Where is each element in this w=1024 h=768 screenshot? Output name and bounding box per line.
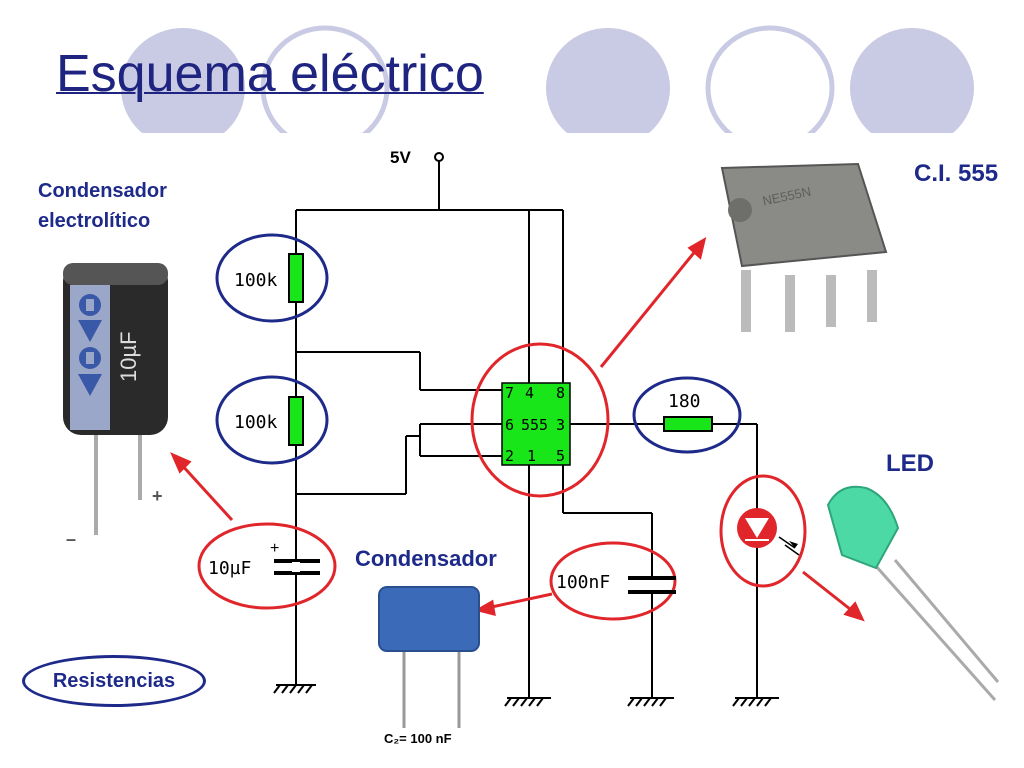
resistor-r3-value: 180 bbox=[668, 391, 701, 412]
ic-chip-image: NE555N bbox=[720, 162, 888, 332]
film-capacitor-caption: C₂= 100 nF bbox=[384, 731, 452, 746]
ground-symbols bbox=[273, 684, 779, 707]
ic-pin-4: 4 bbox=[525, 384, 534, 402]
capacitor-c1-value: 10µF bbox=[208, 558, 251, 579]
electrolytic-photo-plus: + bbox=[152, 486, 163, 506]
resistors-heading-badge: Resistencias bbox=[22, 655, 206, 707]
ic-pin-3: 3 bbox=[556, 416, 565, 434]
decorative-circles bbox=[0, 25, 1024, 173]
ground-symbol-3 bbox=[627, 697, 674, 707]
electrolytic-photo-value: 10µF bbox=[116, 331, 141, 382]
ic-pin-1: 1 bbox=[527, 447, 536, 465]
ground-symbol-2 bbox=[504, 697, 551, 707]
led-image bbox=[826, 485, 1000, 701]
ground-symbol-4 bbox=[732, 697, 779, 707]
ic-pin-5: 5 bbox=[556, 447, 565, 465]
resistor-r1-value: 100k bbox=[234, 270, 278, 291]
arrow-to-film-cap bbox=[486, 592, 553, 610]
arrow-to-led bbox=[802, 570, 856, 615]
resistor-r3: 180 bbox=[632, 376, 742, 454]
resistor-r2-value: 100k bbox=[234, 412, 278, 433]
slide-title: Esquema eléctrico bbox=[56, 45, 484, 103]
callout-arrows bbox=[170, 236, 865, 622]
ic-pin-2: 2 bbox=[505, 447, 514, 465]
ic-555: 7 4 8 6 555 3 2 1 5 bbox=[470, 342, 610, 498]
electrolytic-capacitor-image: 10µF + – bbox=[63, 263, 168, 549]
capacitor-heading: Condensador bbox=[355, 546, 497, 571]
ground-symbol-1 bbox=[273, 684, 316, 694]
capacitor-c2-value: 100nF bbox=[556, 572, 610, 593]
electrolytic-capacitor-heading: Condensador electrolítico bbox=[38, 180, 167, 232]
electrolytic-photo-minus: – bbox=[66, 529, 76, 549]
capacitor-c1: 10µF + bbox=[197, 522, 337, 610]
arrow-to-electrolytic bbox=[178, 461, 234, 522]
resistors-heading: Resistencias bbox=[52, 669, 176, 692]
film-capacitor-image bbox=[378, 586, 480, 728]
ic-label: 555 bbox=[521, 416, 548, 434]
ic-heading: C.I. 555 bbox=[914, 160, 999, 187]
capacitor-c1-polarity: + bbox=[270, 540, 279, 557]
resistor-r2: 100k bbox=[215, 375, 329, 465]
ic-pin-8: 8 bbox=[556, 384, 565, 402]
resistor-r1: 100k bbox=[215, 233, 329, 323]
led-symbol bbox=[719, 474, 807, 588]
ic-pin-6: 6 bbox=[505, 416, 514, 434]
ic-pin-7: 7 bbox=[505, 384, 514, 402]
capacitor-c2: 100nF bbox=[549, 541, 677, 621]
arrow-to-ic bbox=[599, 248, 699, 368]
led-heading: LED bbox=[886, 450, 934, 477]
wires bbox=[295, 152, 758, 698]
supply-voltage-label: 5V bbox=[390, 148, 411, 167]
